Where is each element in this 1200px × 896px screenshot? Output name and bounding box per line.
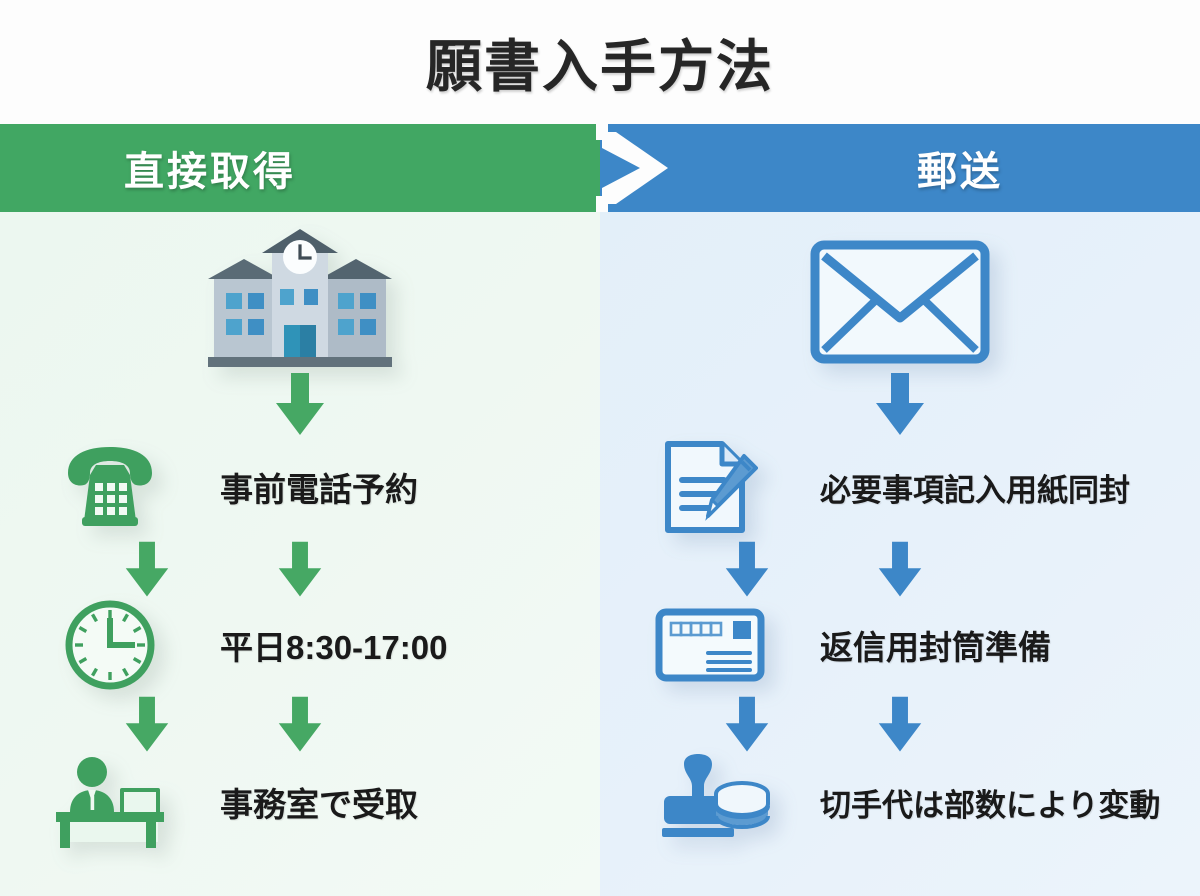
arrow-down-icon: [278, 541, 322, 597]
arrow-direct-icon-1: [112, 537, 182, 603]
arrow-mail-text-2: [865, 692, 935, 758]
column-header-mail-label: 郵送: [917, 150, 1003, 194]
arrow-mail-icon-2: [712, 692, 782, 758]
step-mail-1-icon-cell: [600, 427, 820, 547]
step-mail-3-label: 切手代は部数により変動: [820, 787, 1161, 823]
step-direct-3-label: 事務室で受取: [220, 786, 418, 823]
column-header-direct-label: 直接取得: [124, 150, 296, 194]
step-mail-2-label: 返信用封筒準備: [820, 629, 1051, 666]
step-mail-2-text-cell: 返信用封筒準備: [820, 590, 1200, 700]
school-building-icon: [208, 229, 392, 367]
column-header-mail[interactable]: 郵送: [600, 124, 1200, 212]
step-direct-3[interactable]: 事務室で受取: [0, 742, 600, 862]
arrow-down-icon: [878, 541, 922, 597]
panel-mail: 必要事項記入用紙同封: [600, 212, 1200, 896]
document-pencil-icon: [665, 441, 758, 533]
arrow-down-icon: [725, 696, 769, 752]
arrow-mail-hero: [865, 370, 935, 440]
telephone-icon: [68, 447, 152, 526]
arrow-down-icon: [276, 373, 324, 435]
stamp-coins-icon: [662, 754, 770, 837]
step-mail-3-icon-cell: [600, 742, 820, 862]
content-panels: 事前電話予約: [0, 212, 1200, 896]
arrow-mail-icon-1: [712, 537, 782, 603]
step-direct-1-label: 事前電話予約: [220, 471, 418, 508]
step-mail-3[interactable]: 切手代は部数により変動: [600, 742, 1200, 862]
arrow-down-icon: [125, 541, 169, 597]
hero-direct: [0, 222, 600, 382]
postcard-icon: [655, 608, 765, 682]
column-header-direct[interactable]: 直接取得: [0, 124, 640, 212]
office-desk-icon: [56, 757, 164, 848]
arrow-down-icon: [878, 696, 922, 752]
step-direct-1-icon-cell: [0, 427, 220, 547]
title-bar: 願書入手方法: [0, 0, 1200, 124]
arrow-down-icon: [278, 696, 322, 752]
arrow-mail-text-1: [865, 537, 935, 603]
page-title: 願書入手方法: [426, 34, 774, 98]
step-direct-1[interactable]: 事前電話予約: [0, 427, 600, 547]
step-mail-2[interactable]: 返信用封筒準備: [600, 590, 1200, 700]
step-mail-1-text-cell: 必要事項記入用紙同封: [820, 427, 1200, 547]
step-direct-2-label: 平日8:30-17:00: [220, 629, 448, 666]
arrow-direct-icon-2: [112, 692, 182, 758]
header-bands: 直接取得 郵送: [0, 124, 1200, 212]
arrow-direct-text-2: [265, 692, 335, 758]
envelope-icon: [810, 240, 990, 364]
clock-icon: [65, 600, 155, 690]
arrow-down-icon: [125, 696, 169, 752]
step-direct-3-icon-cell: [0, 742, 220, 862]
arrow-direct-hero: [265, 370, 335, 440]
arrow-direct-text-1: [265, 537, 335, 603]
step-direct-2-icon-cell: [0, 590, 220, 700]
step-direct-2[interactable]: 平日8:30-17:00: [0, 590, 600, 700]
step-mail-1[interactable]: 必要事項記入用紙同封: [600, 427, 1200, 547]
step-direct-2-text-cell: 平日8:30-17:00: [220, 590, 600, 700]
step-direct-3-text-cell: 事務室で受取: [220, 742, 600, 862]
arrow-down-icon: [725, 541, 769, 597]
step-mail-1-label: 必要事項記入用紙同封: [820, 472, 1130, 508]
step-mail-2-icon-cell: [600, 590, 820, 700]
step-direct-1-text-cell: 事前電話予約: [220, 427, 600, 547]
hero-mail: [600, 222, 1200, 382]
step-mail-3-text-cell: 切手代は部数により変動: [820, 742, 1200, 862]
panel-direct: 事前電話予約: [0, 212, 600, 896]
arrow-down-icon: [876, 373, 924, 435]
